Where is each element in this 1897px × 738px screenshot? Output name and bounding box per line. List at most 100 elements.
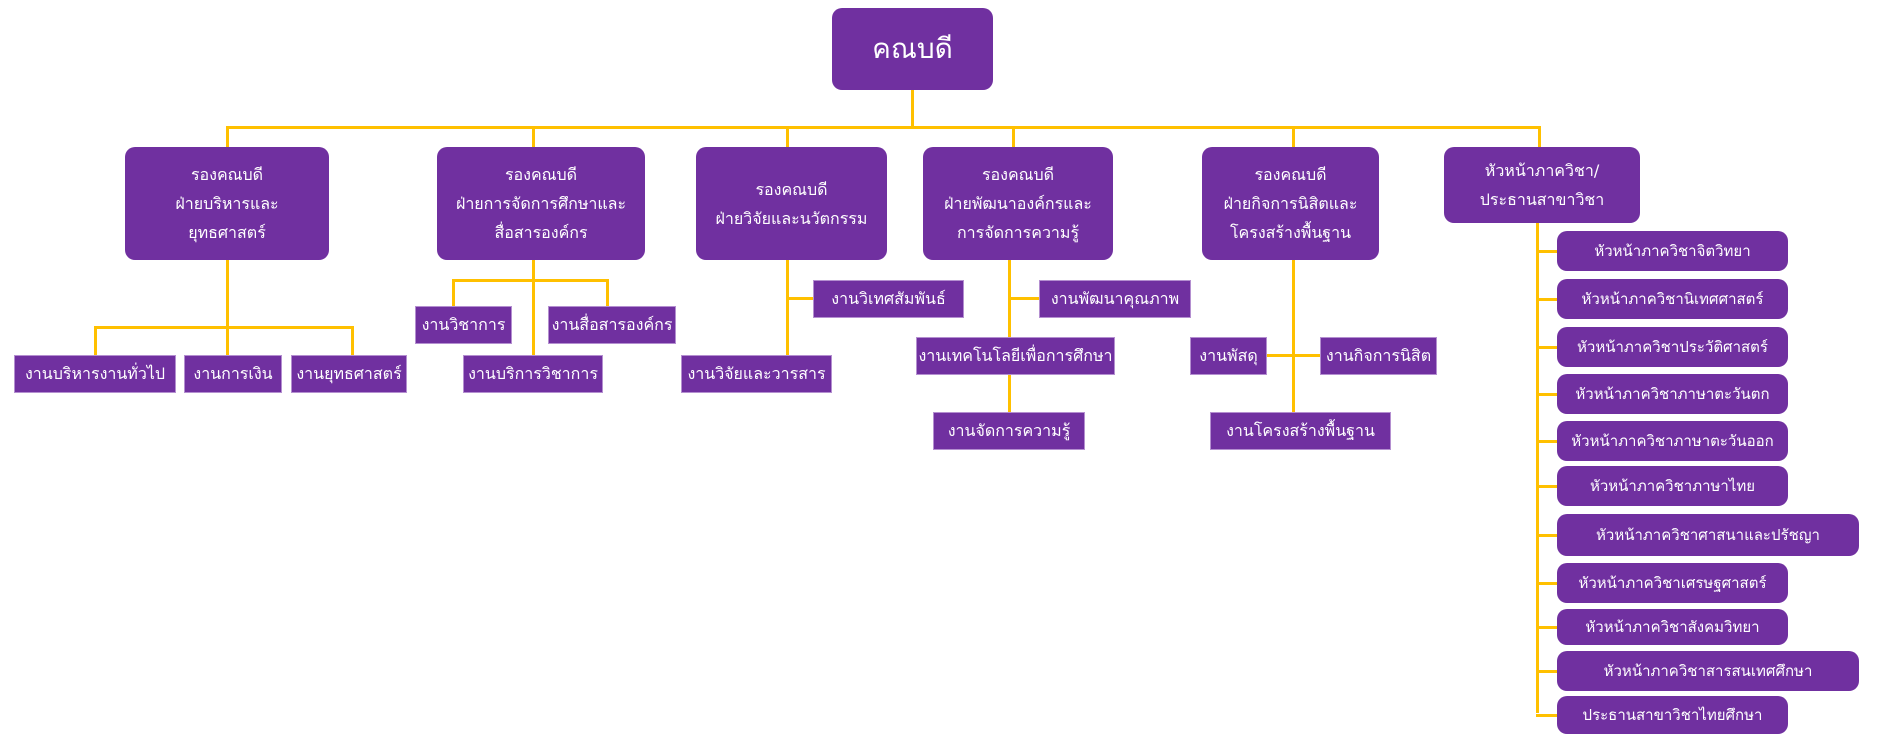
unit-infrastructure: งานโครงสร้างพื้นฐาน: [1210, 412, 1391, 450]
connector-m1-down: [226, 260, 229, 356]
department-head-label: หัวหน้าภาควิชาประวัติศาสตร์: [1577, 338, 1768, 356]
connector-department-tick: [1536, 440, 1558, 443]
unit-strategy: งานยุทธศาสตร์: [291, 355, 407, 393]
unit-label: งานบริการวิชาการ: [468, 363, 598, 383]
department-head-label: หัวหน้าภาควิชาภาษาไทย: [1589, 477, 1756, 495]
unit-label: งานบริหารงานทั่วไป: [24, 363, 166, 383]
connector-m2-up: [532, 126, 535, 148]
connector-m4-up: [1012, 126, 1015, 148]
unit-knowledge-management: งานจัดการความรู้: [933, 412, 1085, 450]
manager-line: โครงสร้างพื้นฐาน: [1229, 223, 1352, 242]
connector-m6-spine: [1536, 222, 1539, 713]
manager-line: ยุทธศาสตร์: [188, 223, 266, 242]
unit-label: งานพัสดุ: [1199, 345, 1258, 365]
unit-academic: งานวิชาการ: [415, 306, 512, 344]
unit-procurement: งานพัสดุ: [1190, 337, 1267, 375]
unit-label: งานพัฒนาคุณภาพ: [1050, 288, 1180, 308]
connector-m2-down: [532, 260, 535, 356]
unit-label: งานวิจัยและวารสาร: [687, 363, 826, 383]
connector-department-tick: [1536, 485, 1558, 488]
manager-line: ฝ่ายกิจการนิสิตและ: [1223, 194, 1358, 213]
unit-general-admin: งานบริหารงานทั่วไป: [14, 355, 176, 393]
unit-label: งานจัดการความรู้: [947, 420, 1071, 440]
department-head-label: หัวหน้าภาควิชาภาษาตะวันออก: [1571, 432, 1774, 450]
manager-line: หัวหน้าภาควิชา/: [1484, 161, 1600, 180]
connector-m3-branch: [786, 297, 814, 300]
manager-line: รองคณบดี: [504, 165, 578, 184]
connector-department-tick: [1536, 346, 1558, 349]
dean-label: คณบดี: [872, 32, 953, 65]
unit-label: งานวิชาการ: [421, 314, 506, 334]
department-head-label: หัวหน้าภาควิชาจิตวิทยา: [1594, 242, 1751, 260]
department-head-box: หัวหน้าภาควิชาสารสนเทศศึกษา: [1557, 651, 1859, 691]
manager-line: ฝ่ายการจัดการศึกษาและ: [455, 194, 627, 213]
connector-m2-bus: [452, 279, 609, 282]
manager-student-affairs-infrastructure: รองคณบดี ฝ่ายกิจการนิสิตและ โครงสร้างพื้…: [1202, 147, 1379, 260]
unit-label: งานสื่อสารองค์กร: [551, 314, 673, 334]
connector-department-tick: [1536, 670, 1558, 673]
department-head-box: หัวหน้าภาควิชาภาษาตะวันออก: [1557, 421, 1788, 461]
department-head-box: หัวหน้าภาควิชาภาษาไทย: [1557, 466, 1788, 506]
connector-m4-branch: [1008, 297, 1040, 300]
dean-box: คณบดี: [832, 8, 993, 90]
manager-line: รองคณบดี: [190, 165, 264, 184]
manager-line: สื่อสารองค์กร: [494, 223, 588, 242]
connector-dean-down: [911, 90, 914, 128]
department-head-box: หัวหน้าภาควิชาภาษาตะวันตก: [1557, 374, 1788, 414]
unit-international-relations: งานวิเทศสัมพันธ์: [813, 280, 964, 318]
unit-label: งานยุทธศาสตร์: [296, 363, 402, 383]
unit-label: งานโครงสร้างพื้นฐาน: [1226, 420, 1375, 440]
connector-top-bus: [226, 126, 1541, 129]
department-head-label: หัวหน้าภาควิชาศาสนาและปรัชญา: [1596, 526, 1820, 544]
unit-finance: งานการเงิน: [184, 355, 282, 393]
connector-m1-u3: [351, 326, 354, 356]
unit-academic-services: งานบริการวิชาการ: [463, 355, 603, 393]
department-head-box: หัวหน้าภาควิชาจิตวิทยา: [1557, 231, 1788, 271]
connector-m3-up: [786, 126, 789, 148]
department-head-label: หัวหน้าภาควิชาสารสนเทศศึกษา: [1603, 662, 1813, 680]
manager-line: รองคณบดี: [1254, 165, 1327, 184]
unit-corporate-communication: งานสื่อสารองค์กร: [548, 306, 676, 344]
unit-student-affairs: งานกิจการนิสิต: [1320, 337, 1437, 375]
connector-department-tick: [1536, 534, 1558, 537]
manager-line: ฝ่ายวิจัยและนวัตกรรม: [715, 208, 868, 228]
connector-m2-u2: [606, 279, 609, 307]
connector-m1-bus: [94, 326, 353, 329]
connector-m5-down: [1292, 260, 1295, 415]
manager-admin-strategy: รองคณบดี ฝ่ายบริหารและ ยุทธศาสตร์: [125, 147, 329, 260]
manager-org-development-km: รองคณบดี ฝ่ายพัฒนาองค์กรและ การจัดการควา…: [923, 147, 1113, 260]
unit-label: งานเทคโนโลยีเพื่อการศึกษา: [918, 345, 1113, 365]
manager-line: การจัดการความรู้: [956, 223, 1080, 242]
connector-department-tick: [1536, 714, 1558, 717]
unit-label: งานกิจการนิสิต: [1325, 345, 1432, 365]
department-head-box: ประธานสาขาวิชาไทยศึกษา: [1557, 696, 1788, 734]
manager-department-heads: หัวหน้าภาควิชา/ ประธานสาขาวิชา: [1444, 147, 1640, 223]
connector-department-tick: [1536, 298, 1558, 301]
manager-line: ประธานสาขาวิชา: [1479, 190, 1605, 209]
connector-department-tick: [1536, 250, 1558, 253]
department-head-box: หัวหน้าภาควิชาประวัติศาสตร์: [1557, 327, 1788, 367]
unit-label: งานวิเทศสัมพันธ์: [831, 288, 946, 308]
connector-m5-branch: [1265, 354, 1320, 357]
department-head-label: หัวหน้าภาควิชาภาษาตะวันตก: [1575, 385, 1770, 403]
connector-m1-u1: [94, 326, 97, 356]
unit-research-journal: งานวิจัยและวารสาร: [681, 355, 832, 393]
department-head-box: หัวหน้าภาควิชานิเทศศาสตร์: [1557, 279, 1788, 319]
manager-line: รองคณบดี: [981, 165, 1055, 184]
manager-education-communication: รองคณบดี ฝ่ายการจัดการศึกษาและ สื่อสารอง…: [437, 147, 645, 260]
connector-m1-up: [226, 126, 229, 148]
department-head-box: หัวหน้าภาควิชาเศรษฐศาสตร์: [1557, 563, 1788, 603]
manager-research-innovation: รองคณบดี ฝ่ายวิจัยและนวัตกรรม: [696, 147, 887, 260]
department-head-label: หัวหน้าภาควิชานิเทศศาสตร์: [1581, 290, 1764, 308]
connector-m3-down: [786, 260, 789, 356]
department-head-box: หัวหน้าภาควิชาสังคมวิทยา: [1557, 609, 1788, 645]
connector-department-tick: [1536, 393, 1558, 396]
manager-line: ฝ่ายพัฒนาองค์กรและ: [944, 194, 1092, 213]
connector-department-tick: [1536, 582, 1558, 585]
manager-line: รองคณบดี: [755, 179, 828, 199]
unit-label: งานการเงิน: [193, 363, 273, 383]
department-head-label: ประธานสาขาวิชาไทยศึกษา: [1582, 706, 1763, 724]
department-head-box: หัวหน้าภาควิชาศาสนาและปรัชญา: [1557, 514, 1859, 556]
department-head-label: หัวหน้าภาควิชาสังคมวิทยา: [1585, 618, 1760, 636]
unit-educational-technology: งานเทคโนโลยีเพื่อการศึกษา: [916, 337, 1115, 375]
